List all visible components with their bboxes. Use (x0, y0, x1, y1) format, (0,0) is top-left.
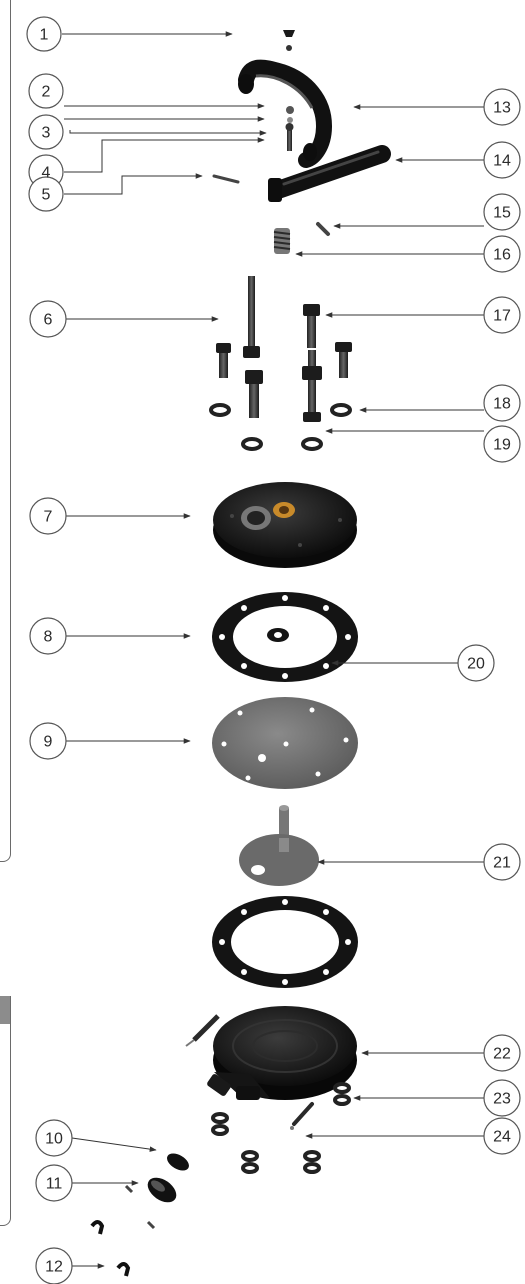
callout-16 (483, 235, 521, 273)
part-1-cap (283, 30, 295, 51)
callout-8 (29, 617, 67, 655)
callout-1 (26, 16, 62, 52)
part-17-19-bolts (302, 304, 352, 422)
part-12-clips (90, 1220, 131, 1277)
callout-17 (483, 296, 521, 334)
part-6-bolts (216, 276, 263, 418)
callout-18 (483, 384, 521, 422)
callout-labels: 1 2 3 4 5 6 7 8 9 10 11 12 13 14 15 16 1… (40, 27, 511, 1276)
callout-label-14: 14 (493, 153, 511, 170)
callout-label-2: 2 (42, 84, 51, 101)
callout-label-23: 23 (493, 1091, 511, 1108)
callout-label-5: 5 (42, 187, 51, 204)
panel-frame-top (0, 0, 11, 862)
callout-19 (483, 425, 521, 463)
callout-label-9: 9 (44, 734, 53, 751)
part-2-3-4-screws (285, 106, 294, 151)
parts-group (90, 30, 391, 1277)
callout-label-21: 21 (493, 855, 511, 872)
part-9-diaphragm-plate (212, 697, 358, 789)
callout-14 (483, 141, 521, 179)
callout-label-10: 10 (45, 1131, 63, 1148)
callout-3 (28, 114, 64, 150)
callouts-left (26, 16, 73, 1284)
callout-label-16: 16 (493, 247, 511, 264)
callout-label-12: 12 (45, 1259, 63, 1276)
part-20-gasket (212, 896, 358, 988)
part-14-lever-arm (268, 145, 391, 202)
callout-24 (483, 1117, 521, 1155)
leader-lines (62, 31, 484, 1269)
part-10-11-valve-parts (124, 1153, 189, 1230)
callout-label-1: 1 (40, 27, 49, 44)
callout-label-8: 8 (44, 629, 53, 646)
callout-label-13: 13 (493, 100, 511, 117)
callout-label-15: 15 (493, 205, 511, 222)
callout-label-18: 18 (493, 396, 511, 413)
part-22-pump-body (185, 1006, 357, 1100)
callout-label-17: 17 (493, 308, 511, 325)
part-16-spring (273, 228, 291, 254)
part-21-plunger-disk (239, 805, 319, 886)
callout-label-3: 3 (42, 125, 51, 142)
callout-2 (28, 73, 64, 109)
callout-20 (457, 644, 495, 682)
callout-7 (29, 497, 67, 535)
part-23-24-washers (211, 1082, 351, 1174)
callout-5 (28, 176, 64, 212)
callout-6 (29, 300, 67, 338)
part-13-curved-lever (238, 59, 333, 168)
part-7-top-cover (213, 482, 357, 568)
callout-13 (483, 88, 521, 126)
callout-label-20: 20 (467, 656, 485, 673)
callout-10 (35, 1119, 73, 1157)
part-18-washers (209, 403, 352, 451)
callout-9 (29, 722, 67, 760)
callout-12 (35, 1247, 73, 1284)
callout-15 (483, 193, 521, 231)
callout-label-19: 19 (493, 437, 511, 454)
part-5-pin (212, 174, 240, 184)
callout-11 (35, 1164, 73, 1202)
callout-label-4: 4 (42, 165, 51, 182)
callout-23 (483, 1079, 521, 1117)
callout-21 (483, 843, 521, 881)
callout-label-24: 24 (493, 1129, 511, 1146)
callout-label-11: 11 (46, 1176, 63, 1193)
callout-22 (483, 1034, 521, 1072)
callout-label-7: 7 (44, 509, 53, 526)
callout-label-22: 22 (493, 1046, 511, 1063)
callouts-right (457, 88, 521, 1155)
part-8-gasket (212, 592, 358, 682)
panel-tab (0, 996, 10, 1024)
callout-label-6: 6 (44, 312, 53, 329)
part-15-pin (316, 222, 330, 236)
